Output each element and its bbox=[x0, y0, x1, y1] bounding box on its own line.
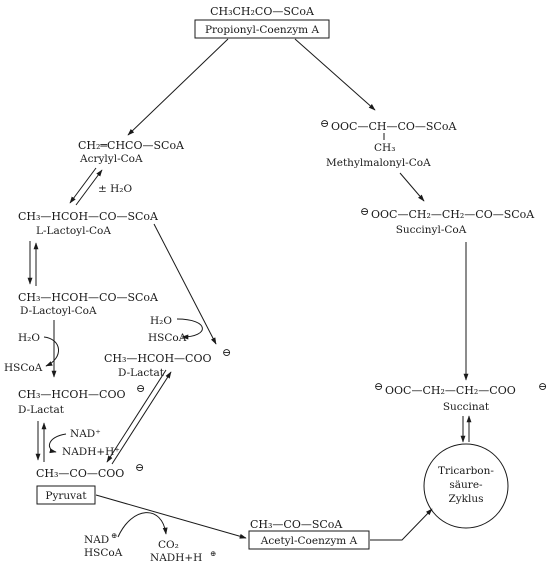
pdh-cofactor-curve bbox=[117, 512, 168, 538]
l-lactoyl-name: L-Lactoyl-CoA bbox=[36, 225, 111, 237]
pdh-nad-label: NAD bbox=[84, 534, 109, 546]
arrow-right-lactate-to-pyruvate bbox=[106, 369, 167, 463]
methylmalonyl-charge: ⊖ bbox=[320, 117, 329, 130]
acrylyl-name: Acrylyl-CoA bbox=[79, 153, 143, 165]
methylmalonyl-name: Methylmalonyl-CoA bbox=[326, 157, 431, 169]
pyruvate-charge: ⊖ bbox=[135, 461, 144, 474]
hydrolysis-left-hscoa: HSCoA bbox=[4, 362, 43, 374]
d-lactate-right-name: D-Lactat bbox=[118, 367, 165, 379]
pdh-hscoa-label: HSCoA bbox=[84, 547, 123, 559]
arrow-pyruvate-to-right-lactate bbox=[111, 371, 172, 465]
succinyl-charge: ⊖ bbox=[360, 205, 369, 218]
pyruvate-name-box bbox=[36, 485, 96, 505]
pyruvate-name: Pyruvat bbox=[45, 490, 87, 502]
acrylyl-water-label: ± H₂O bbox=[98, 183, 133, 195]
arrow-acetyl-to-tca bbox=[370, 508, 433, 541]
acrylyl-formula: CH₂═CHCO—SCoA bbox=[78, 139, 185, 152]
d-lactate-left-formula: CH₃—HCOH—COO bbox=[18, 388, 126, 401]
acetyl-formula: CH₃—CO—SCoA bbox=[250, 518, 343, 531]
propionyl-formula: CH₃CH₂CO—SCoA bbox=[210, 5, 315, 18]
pdh-nadh-label: NADH+H bbox=[150, 552, 202, 564]
acetyl-name-box bbox=[248, 530, 370, 550]
hydrolysis-left-water: H₂O bbox=[18, 332, 40, 344]
nad-redox-curve bbox=[48, 433, 67, 454]
tca-line-1: Tricarbon- bbox=[438, 465, 494, 477]
pyruvate-formula: CH₃—CO—COO bbox=[36, 467, 124, 480]
methylmalonyl-formula: OOC—CH—CO—SCoA bbox=[331, 120, 457, 133]
d-lactoyl-formula: CH₃—HCOH—CO—SCoA bbox=[18, 291, 159, 304]
nad-label: NAD⁺ bbox=[70, 428, 101, 440]
hydrolysis-left-curve bbox=[43, 336, 59, 367]
arrow-lactoyl-to-acrylyl bbox=[75, 169, 103, 206]
tca-line-2: säure- bbox=[449, 479, 483, 491]
d-lactate-right-charge: ⊖ bbox=[222, 346, 231, 359]
nadh-label: NADH+H⁺ bbox=[62, 446, 120, 458]
pdh-co2-label: CO₂ bbox=[158, 539, 179, 551]
tca-cycle-circle bbox=[423, 443, 509, 529]
hydrolysis-right-water: H₂O bbox=[150, 315, 172, 327]
arrow-propionyl-to-methylmalonyl bbox=[294, 38, 376, 111]
arrow-propionyl-to-acrylyl bbox=[127, 38, 229, 136]
pdh-nadh-charge: ⊕ bbox=[210, 549, 216, 558]
d-lactate-right-formula: CH₃—HCOH—COO bbox=[104, 352, 212, 365]
l-lactoyl-formula: CH₃—HCOH—CO—SCoA bbox=[18, 210, 159, 223]
succinate-charge: ⊖ bbox=[374, 380, 383, 393]
d-lactate-left-name: D-Lactat bbox=[18, 404, 65, 416]
arrow-l-lactoyl-to-d-lactate bbox=[153, 223, 217, 345]
acetyl-name: Acetyl-Coenzym A bbox=[260, 535, 358, 547]
hydrolysis-right-hscoa: HSCoA bbox=[148, 332, 187, 344]
succinate-formula: OOC—CH₂—CH₂—COO bbox=[385, 384, 516, 397]
d-lactate-left-charge: ⊖ bbox=[136, 382, 145, 395]
pdh-nad-charge: ⊕ bbox=[111, 531, 117, 540]
propionyl-name-box bbox=[194, 19, 330, 39]
succinyl-name: Succinyl-CoA bbox=[396, 224, 467, 236]
tca-line-3: Zyklus bbox=[448, 493, 483, 505]
succinate-name: Succinat bbox=[443, 401, 490, 413]
succinate-charge-end: ⊖ bbox=[538, 380, 547, 393]
hydrolysis-right-curve bbox=[176, 318, 203, 340]
arrow-methylmalonyl-to-succinyl bbox=[399, 172, 425, 202]
arrow-pyruvate-to-acetyl bbox=[95, 494, 247, 539]
succinyl-formula: OOC—CH₂—CH₂—CO—SCoA bbox=[371, 208, 535, 221]
arrow-acrylyl-to-lactoyl bbox=[69, 167, 97, 204]
methylmalonyl-branch: CH₃ bbox=[374, 142, 395, 154]
d-lactoyl-name: D-Lactoyl-CoA bbox=[20, 305, 97, 317]
propionyl-name: Propionyl-Coenzym A bbox=[205, 24, 319, 36]
